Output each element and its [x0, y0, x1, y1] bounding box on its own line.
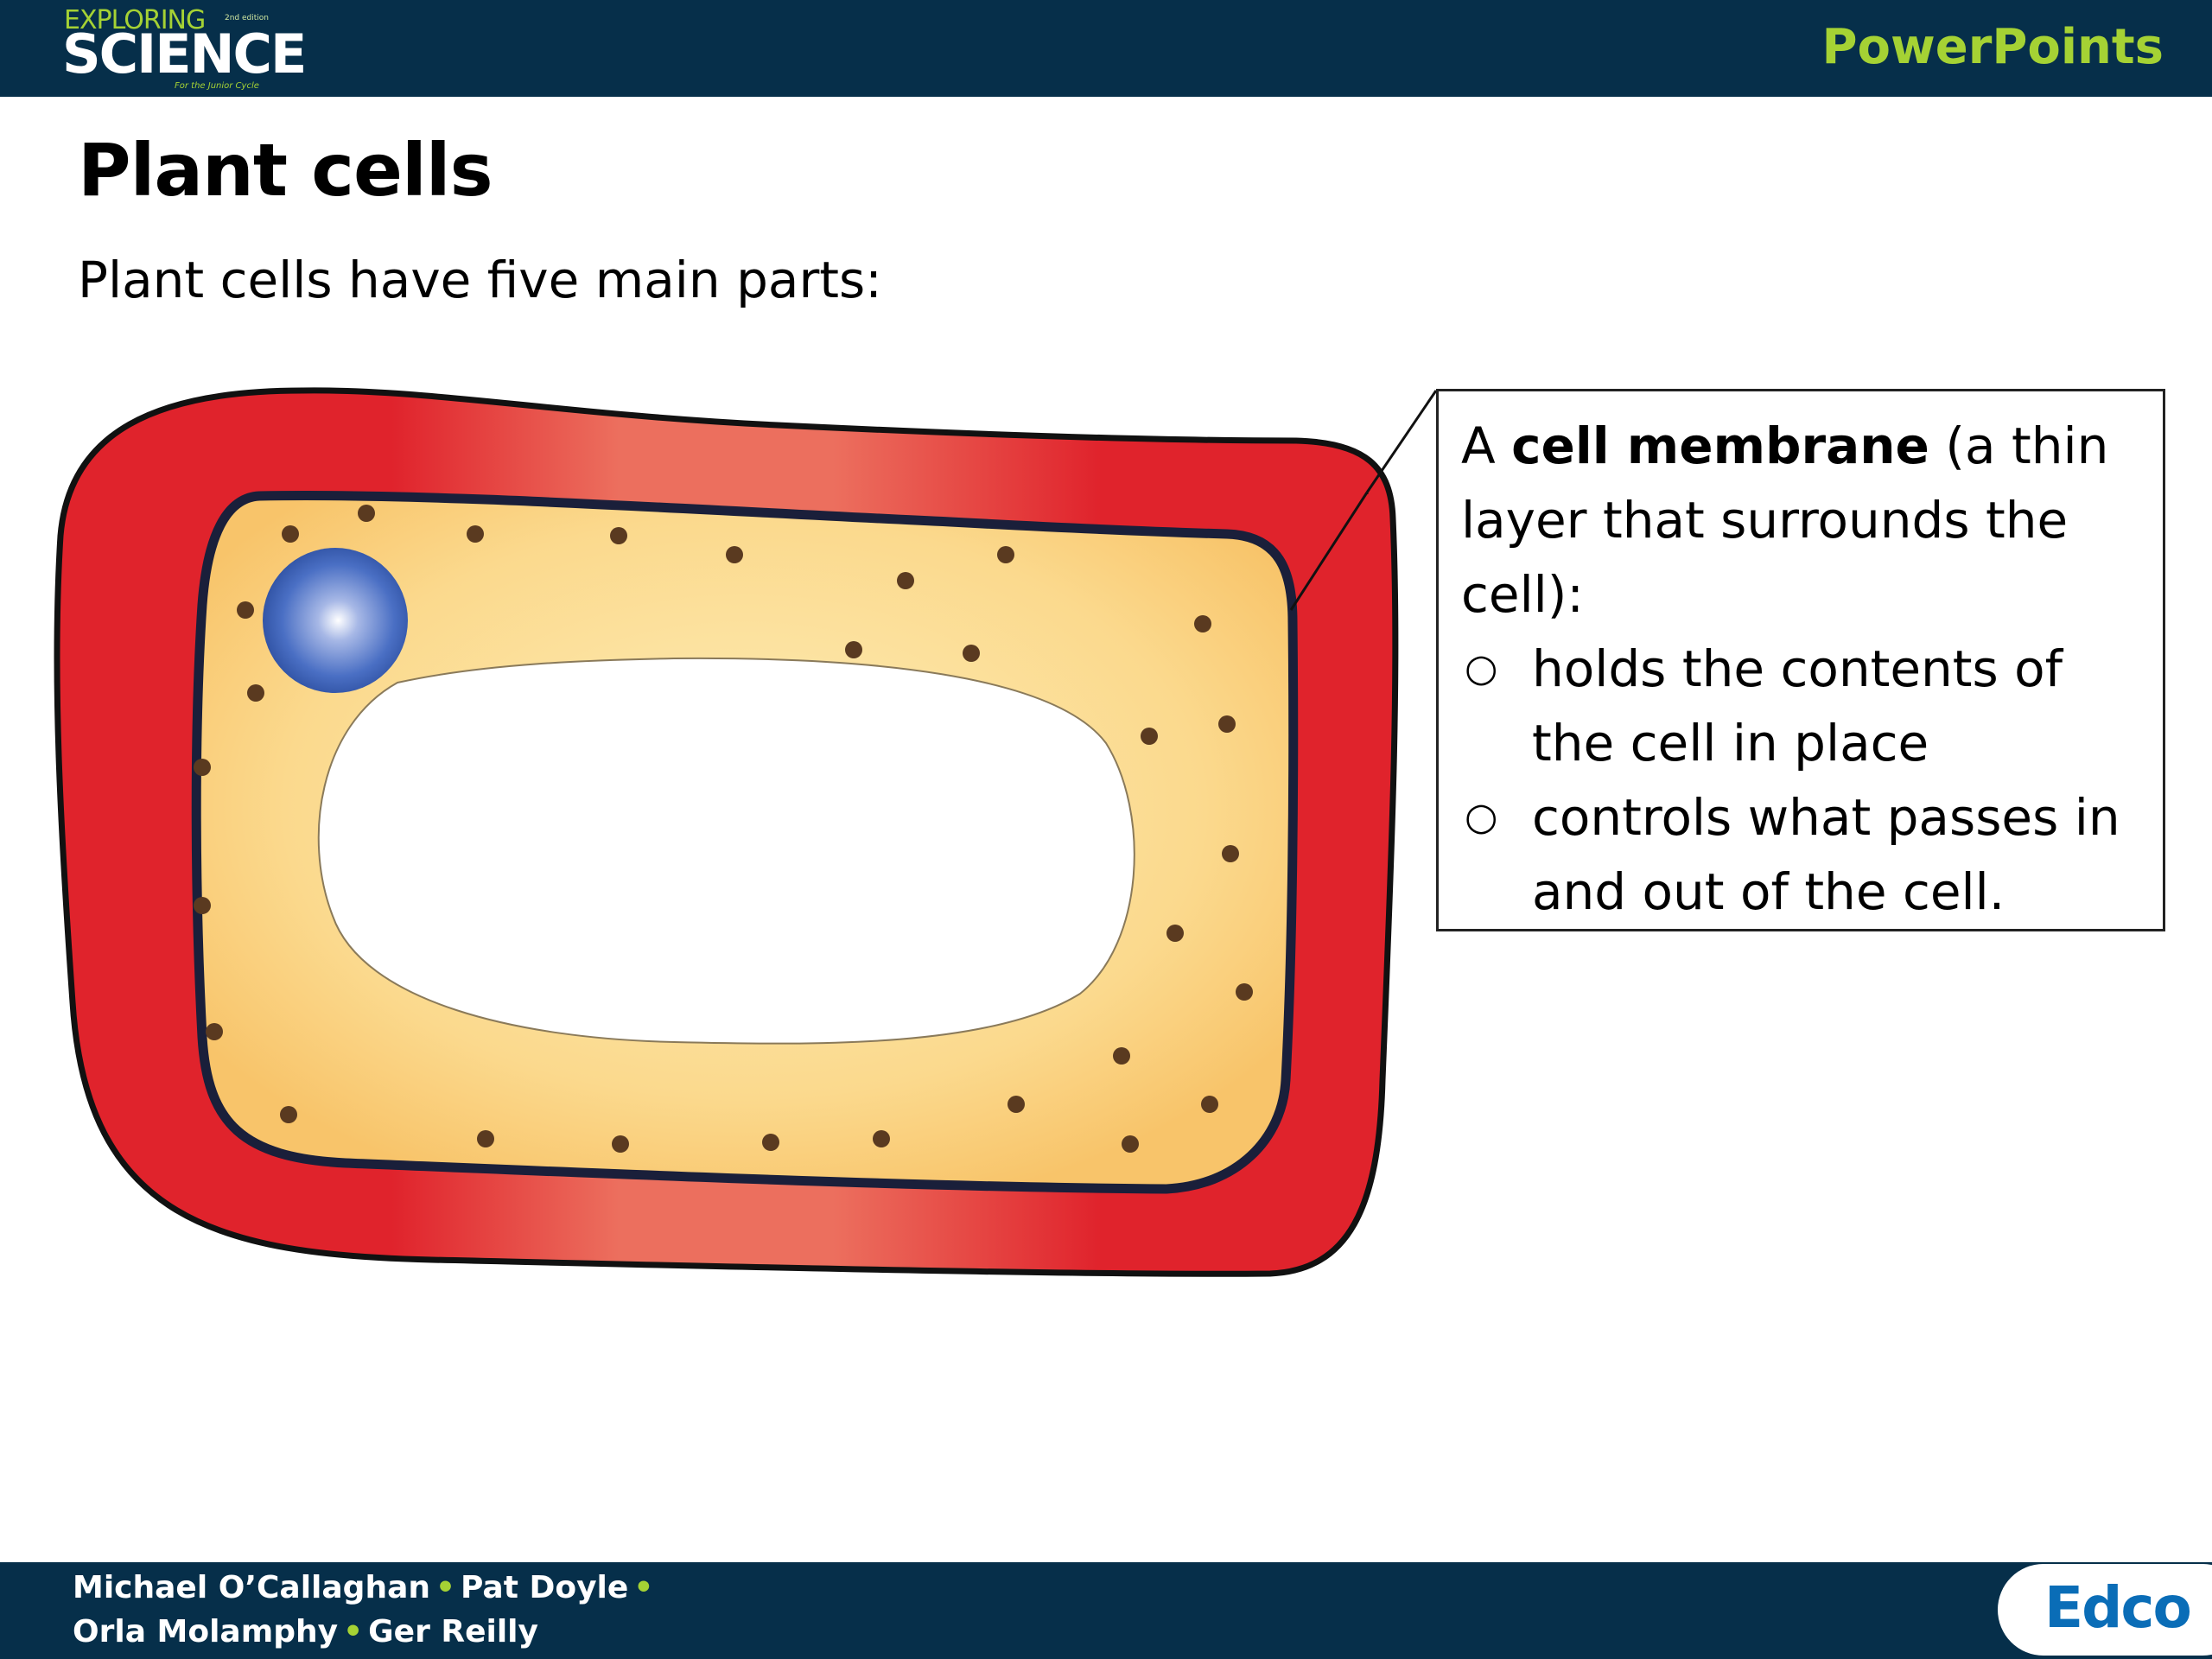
ribosome-dot [1141, 728, 1158, 745]
logo-edition-text: 2nd edition [225, 14, 269, 22]
author-line-1: Michael O’Callaghan•Pat Doyle• [73, 1566, 658, 1610]
ribosome-dot [247, 684, 264, 702]
logo-top-text: EXPLORING [64, 5, 206, 35]
author-name: Pat Doyle [461, 1570, 629, 1605]
ribosome-dot [997, 546, 1014, 563]
ribosome-dot [194, 897, 211, 914]
ribosome-dot [280, 1106, 297, 1123]
edco-logo-badge [1998, 1564, 2212, 1656]
ribosome-dot [1201, 1096, 1218, 1113]
callout-bullet-text: holds the contents of the cell in place [1532, 639, 2063, 772]
author-name: Michael O’Callaghan [73, 1570, 430, 1605]
author-separator-dot: • [633, 1570, 654, 1605]
author-name: Orla Molamphy [73, 1614, 339, 1649]
ribosome-dot [467, 525, 484, 543]
header-bar [0, 0, 2212, 97]
ribosome-dot [610, 527, 627, 544]
ribosome-dot [1218, 715, 1236, 733]
ribosome-dot [477, 1130, 494, 1147]
circle-bullet-icon: ○ [1465, 795, 1498, 839]
ribosome-dot [206, 1023, 223, 1040]
vacuole [317, 657, 1135, 1045]
slide-subtitle: Plant cells have five main parts: [78, 251, 882, 309]
callout-bullet-item: ○ holds the contents of the cell in place [1461, 632, 2140, 780]
callout-pointer-line [1289, 492, 1369, 611]
ribosome-dot [1007, 1096, 1025, 1113]
edco-logo-text: Edco [2044, 1574, 2192, 1641]
footer-bar [0, 1562, 2212, 1659]
exploring-science-logo: EXPLORING 2nd edition SCIENCE For the Ju… [62, 3, 307, 93]
ribosome-dot [963, 645, 980, 662]
ribosome-dot [1236, 983, 1253, 1001]
ribosome-dot [873, 1130, 890, 1147]
callout-bullet-list: ○ holds the contents of the cell in place… [1461, 632, 2140, 929]
author-separator-dot: • [343, 1614, 364, 1649]
ribosome-dot [1113, 1047, 1130, 1065]
ribosome-dots [194, 505, 1253, 1153]
callout-pointer-line [1365, 390, 1438, 493]
ribosome-dot [726, 546, 743, 563]
ribosome-dot [1122, 1135, 1139, 1153]
callout-intro-prefix: A [1461, 416, 1512, 475]
slide-title: Plant cells [78, 128, 493, 213]
logo-tagline: For the Junior Cycle [175, 81, 259, 91]
ribosome-dot [845, 641, 862, 658]
ribosome-dot [358, 505, 375, 522]
cell-membrane-callout: A cell membrane (a thin layer that surro… [1436, 389, 2165, 931]
ribosome-dot [1222, 845, 1239, 862]
ribosome-dot [1166, 925, 1184, 942]
callout-bullet-item: ○ controls what passes in and out of the … [1461, 780, 2140, 929]
ribosome-dot [612, 1135, 629, 1153]
ribosome-dot [282, 525, 299, 543]
powerpoints-label: PowerPoints [1821, 19, 2164, 75]
author-name: Ger Reilly [368, 1614, 538, 1649]
nucleus [263, 548, 408, 693]
logo-main-text: SCIENCE [62, 22, 307, 86]
ribosome-dot [1194, 615, 1211, 632]
callout-intro-suffix: (a thin layer that surrounds the cell): [1461, 416, 2109, 624]
ribosome-dot [237, 601, 254, 619]
callout-intro: A cell membrane (a thin layer that surro… [1461, 409, 2140, 632]
callout-bullet-text: controls what passes in and out of the c… [1532, 788, 2120, 921]
ribosome-dot [194, 759, 211, 776]
callout-term: cell membrane [1511, 416, 1929, 475]
ribosome-dot [762, 1134, 779, 1151]
author-line-2: Orla Molamphy•Ger Reilly [73, 1610, 658, 1654]
circle-bullet-icon: ○ [1465, 646, 1498, 690]
author-separator-dot: • [435, 1570, 456, 1605]
ribosome-dot [897, 572, 914, 589]
author-credits: Michael O’Callaghan•Pat Doyle• Orla Mola… [73, 1566, 658, 1654]
